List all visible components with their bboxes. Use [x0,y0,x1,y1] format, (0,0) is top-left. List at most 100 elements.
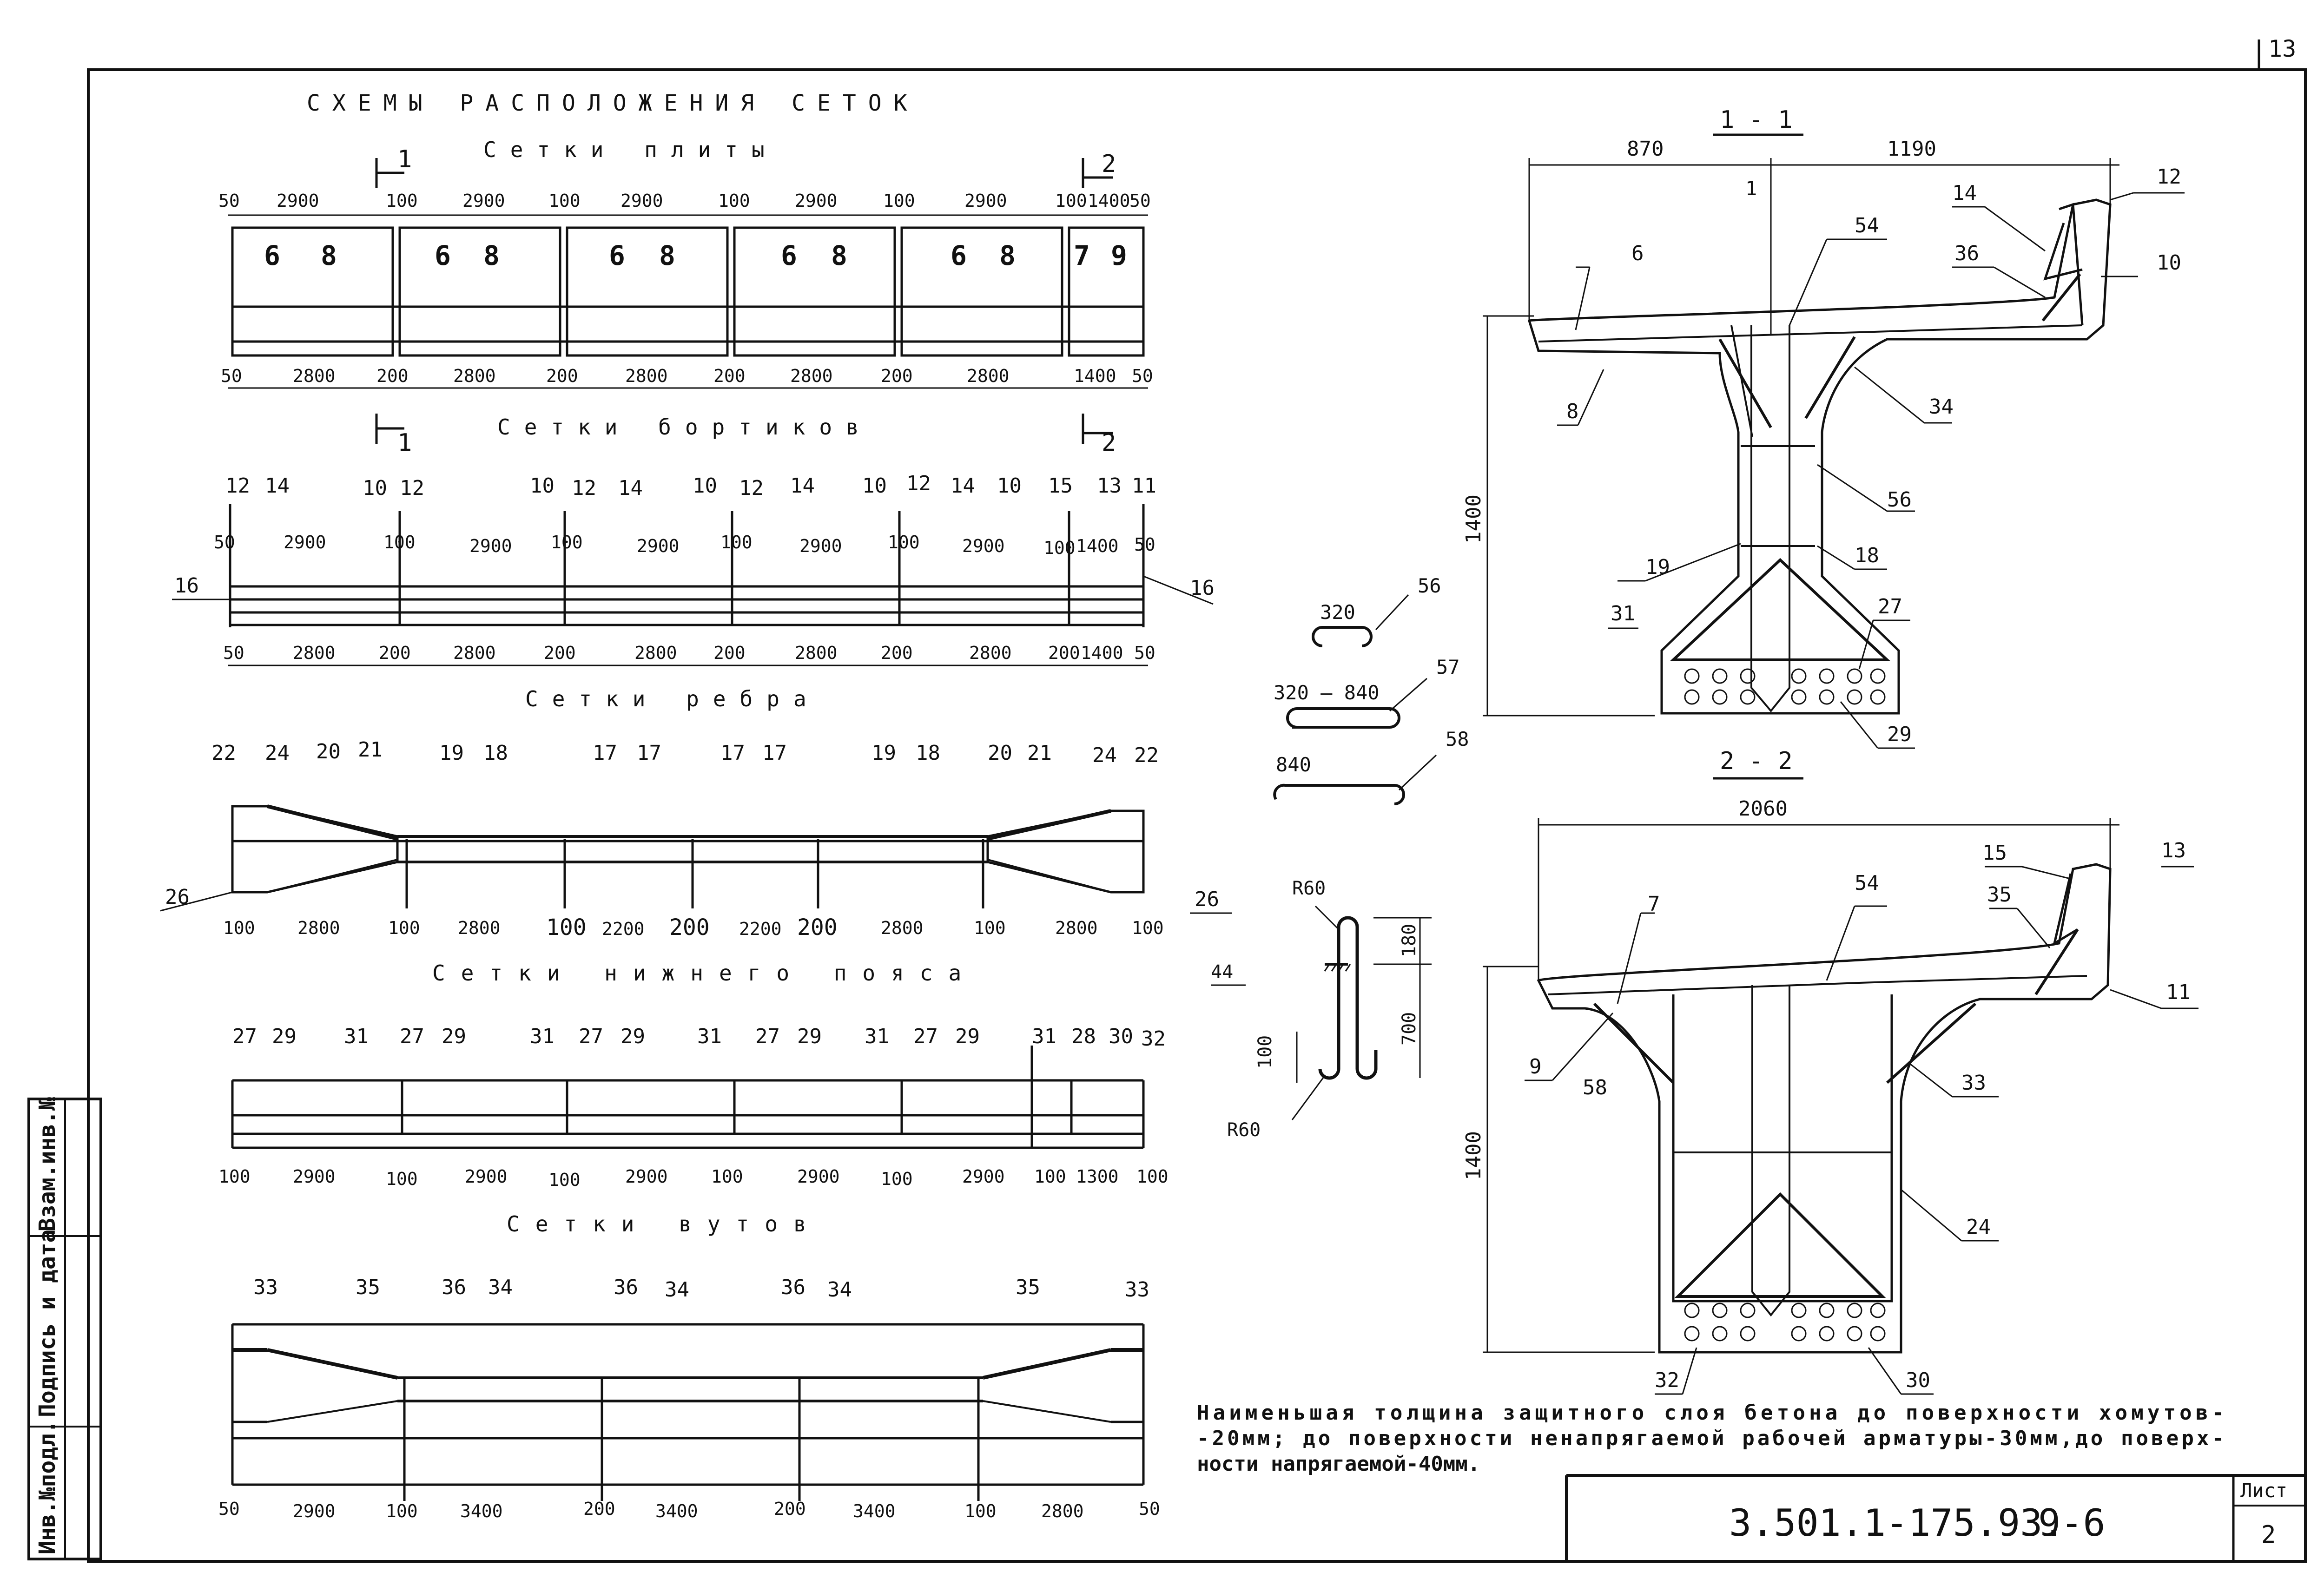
svg-text:200: 200 [774,1499,806,1519]
svg-text:2800: 2800 [458,918,501,938]
svg-text:2900: 2900 [277,191,319,211]
svg-text:18: 18 [483,741,508,765]
drawing-part: 9-6 [2038,1501,2106,1545]
mark-10: 10 [2157,251,2181,275]
note-line-3: ности напрягаемой-40мм. [1197,1452,1480,1476]
section1-leaders [1557,192,2185,749]
svg-text:12: 12 [400,476,424,500]
svg-text:100: 100 [1043,538,1076,558]
section2-leaders [1525,866,2199,1395]
svg-text:200: 200 [379,643,411,663]
svg-text:30: 30 [1109,1025,1133,1048]
svg-text:29: 29 [955,1025,980,1048]
prestressed-tendons [1684,668,1886,705]
section-1-1: 1 - 1 870 1190 1400 [1462,106,2185,749]
svg-text:1400: 1400 [1088,191,1130,211]
svg-text:2900: 2900 [465,1166,508,1187]
svg-text:100: 100 [883,191,915,211]
svg-text:50: 50 [218,191,240,211]
mark-34: 34 [1929,395,1954,419]
svg-text:2800: 2800 [293,366,336,386]
svg-text:50: 50 [1129,191,1151,211]
svg-text:34: 34 [488,1276,513,1299]
svg-text:2900: 2900 [625,1166,668,1187]
mark-31: 31 [1611,602,1635,625]
mark-11: 11 [2166,980,2191,1004]
mesh-lines [231,1046,1145,1149]
svg-text:7: 7 [1074,240,1090,271]
svg-text:100: 100 [388,918,420,938]
main-title: СХЕМЫ РАСПОЛОЖЕНИЯ СЕТОК [307,90,919,116]
svg-text:31: 31 [344,1025,369,1048]
dims-top: 50 2900 100 2900 100 2900 100 2900 100 2… [218,191,1151,216]
sheet-frame [87,68,2307,1563]
svg-text:1: 1 [397,145,412,173]
svg-text:50: 50 [1139,1499,1160,1519]
svg-text:100: 100 [1132,918,1164,938]
mesh-marks: 27 29 31 27 29 31 27 29 31 27 29 31 27 2… [232,1025,1166,1051]
svg-text:17: 17 [720,741,745,765]
svg-text:50: 50 [1132,366,1153,386]
bar-details: 320 56 320 – 840 57 840 58 [1273,574,1469,805]
svg-text:20: 20 [988,741,1012,765]
svg-text:100: 100 [720,532,753,553]
svg-text:200: 200 [1048,643,1080,663]
dim-1400-s2: 1400 [1462,1131,1486,1180]
svg-text:2900: 2900 [797,1166,840,1187]
svg-text:2800: 2800 [881,918,924,938]
dim-1190: 1190 [1887,137,1936,161]
svg-text:28: 28 [1071,1025,1096,1048]
svg-text:14: 14 [618,476,643,500]
strip-poyas: Сетки нижнего пояса 27 29 31 27 29 31 27… [218,960,1169,1190]
bar-58-mark: 58 [1446,728,1469,750]
mark-18: 18 [1855,544,1879,567]
list-label: Лист [2240,1479,2287,1502]
svg-text:6: 6 [609,240,625,271]
svg-text:9: 9 [1111,240,1127,271]
svg-text:26: 26 [1195,888,1219,911]
svg-text:27: 27 [913,1025,938,1048]
mark-19: 19 [1645,555,1670,579]
bar-56-mark: 56 [1418,574,1441,597]
svg-text:100: 100 [218,1166,251,1187]
svg-text:17: 17 [762,741,787,765]
svg-text:2200: 2200 [739,919,782,939]
svg-text:31: 31 [530,1025,555,1048]
section-2-2: 2 - 2 2060 1400 [1462,747,2199,1395]
mark-54: 54 [1855,214,1879,237]
side-stamp: Инв.№подл. Подпись и дата Взам.инв.№ [27,1097,102,1560]
dims-top: 50 2900 100 2900 100 2900 100 2900 100 2… [214,532,1155,558]
svg-text:100: 100 [548,191,581,211]
svg-text:27: 27 [579,1025,603,1048]
svg-text:100: 100 [551,532,583,553]
cut-mark-2-top: 2 [1082,150,1116,188]
svg-text:6: 6 [781,240,797,271]
mark-36: 36 [1954,242,1979,265]
svg-text:100: 100 [888,532,920,553]
svg-text:10: 10 [363,476,387,500]
dims-bottom: 50 2900 100 3400 200 3400 200 3400 100 2… [218,1499,1160,1521]
side-marks: 26 26 [160,885,1232,914]
svg-text:100: 100 [964,1501,997,1521]
mark-6: 6 [1631,242,1644,265]
svg-text:8: 8 [321,240,337,271]
svg-text:6: 6 [951,240,967,271]
svg-text:14: 14 [790,474,815,498]
svg-text:200: 200 [583,1499,615,1519]
svg-text:200: 200 [544,643,576,663]
strip-bortiki: 1 2 Сетки бортиков 12 14 10 12 10 12 14 … [172,414,1215,666]
mark-9: 9 [1529,1055,1542,1079]
strip-title: Сетки нижнего пояса [432,960,977,986]
svg-text:12: 12 [906,472,931,495]
svg-text:2900: 2900 [621,191,663,211]
svg-text:19: 19 [439,741,464,765]
svg-text:100: 100 [1136,1166,1169,1187]
svg-text:35: 35 [1016,1276,1040,1299]
strip-rebra: Сетки ребра 22 24 20 21 19 18 17 17 17 1… [160,686,1232,941]
svg-text:12: 12 [739,476,764,500]
cut-mark-1-bottom: 1 [375,414,412,457]
svg-text:16: 16 [174,574,199,598]
mark-29: 29 [1887,723,1912,746]
svg-text:2900: 2900 [962,536,1005,556]
